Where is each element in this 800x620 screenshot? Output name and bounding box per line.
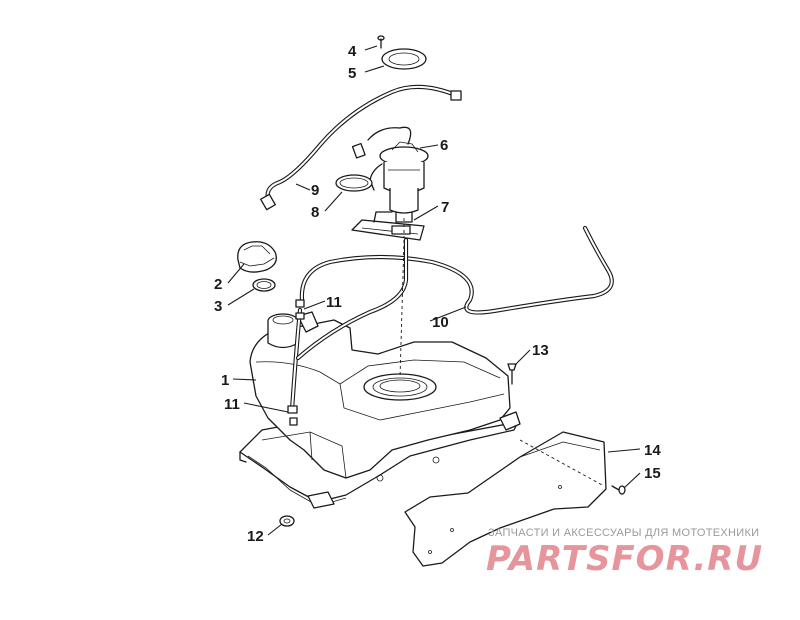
callout-2: 2 <box>214 276 222 293</box>
hose-clamp-lower <box>287 405 298 426</box>
callout-1: 1 <box>221 372 229 389</box>
fuel-pump-assembly <box>351 126 429 223</box>
pump-o-ring <box>335 174 373 192</box>
callout-6: 6 <box>440 137 448 154</box>
callout-8: 8 <box>311 204 319 221</box>
callout-11-lower: 11 <box>224 396 240 413</box>
screw <box>377 35 385 49</box>
callout-3: 3 <box>214 298 222 315</box>
fuel-level-sender <box>351 211 425 241</box>
cap-gasket <box>252 278 276 292</box>
callout-5: 5 <box>348 65 356 82</box>
fuel-line <box>260 84 462 211</box>
callout-14: 14 <box>644 442 661 459</box>
callout-9: 9 <box>311 182 319 199</box>
plate-screw <box>611 485 626 495</box>
grommet <box>279 515 295 527</box>
callout-10: 10 <box>432 314 449 331</box>
pump-gasket-ring <box>381 48 427 70</box>
callout-4: 4 <box>348 43 357 60</box>
filler-cap <box>237 241 277 273</box>
callouts: 4 5 6 9 8 7 2 3 11 10 13 1 11 14 15 12 <box>214 43 661 545</box>
fuel-tank <box>239 311 521 509</box>
hose-clamp-upper <box>295 299 305 320</box>
callout-11-upper: 11 <box>326 294 342 311</box>
heat-shield-plate <box>404 431 607 567</box>
callout-7: 7 <box>441 199 449 216</box>
watermark-logo: PARTSFOR.RU <box>486 539 764 579</box>
watermark-caption: ЗАПЧАСТИ И АКСЕССУАРЫ ДЛЯ МОТОТЕХНИКИ <box>488 527 760 539</box>
callout-12: 12 <box>247 528 264 545</box>
leader-lines <box>227 45 641 536</box>
shield-screw <box>507 363 517 385</box>
callout-13: 13 <box>532 342 549 359</box>
callout-15: 15 <box>644 465 661 482</box>
